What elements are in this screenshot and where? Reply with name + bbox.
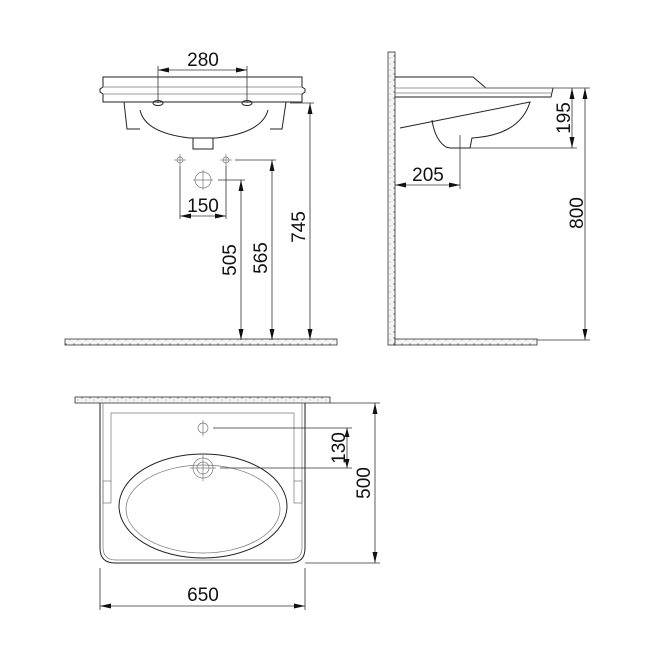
dim-195-label: 195	[554, 102, 575, 134]
front-view: 280 150 505 565 745	[64, 50, 338, 346]
basin-bowl	[139, 109, 269, 139]
supply-cross-left	[174, 154, 186, 166]
wall	[387, 51, 396, 346]
drain-outlet	[192, 138, 214, 150]
basin-rim	[395, 76, 554, 98]
wall	[74, 396, 331, 404]
dim-505-label: 505	[220, 244, 241, 276]
dim-280-label: 280	[187, 50, 219, 71]
bowl-outer	[118, 453, 288, 559]
floor	[394, 338, 538, 346]
supply-cross-right	[220, 154, 232, 166]
basin-profile	[399, 101, 531, 149]
drain-circle	[193, 170, 213, 190]
dim-800-label: 800	[567, 197, 588, 229]
drain-hole	[190, 455, 216, 481]
basin-brackets	[123, 101, 287, 130]
dim-205-label: 205	[412, 165, 444, 186]
tap-hole	[197, 420, 209, 436]
dim-150-label: 150	[187, 196, 219, 217]
dim-500-label: 500	[354, 467, 375, 499]
basin-outline	[99, 403, 306, 564]
top-view: 130 500 650	[74, 396, 380, 610]
dim-650-label: 650	[187, 585, 219, 606]
basin-rim	[99, 76, 306, 103]
side-view: 195 800 205	[387, 51, 590, 346]
dim-565-label: 565	[251, 242, 272, 274]
floor	[64, 338, 338, 346]
dim-130-label: 130	[329, 432, 350, 464]
dim-745-label: 745	[289, 211, 310, 243]
